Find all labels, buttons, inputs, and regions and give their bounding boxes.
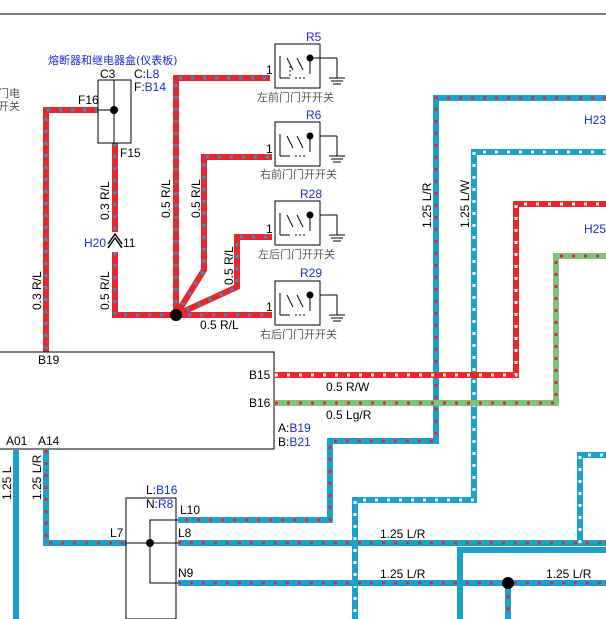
connector-h20-pin: 11 [123, 236, 136, 250]
switch-r5-name: 左前门门开开关 [257, 90, 334, 104]
switch-r6-pin: 1 [266, 142, 273, 156]
wire-label-05rl-c: 0.5 R/L [222, 246, 236, 285]
fusebox-f15-label: F15 [120, 146, 141, 160]
wire-label-125lr-l8: 1.25 L/R [380, 527, 426, 541]
module-b16: B16 [249, 396, 271, 410]
module-a-pin: A:B19 [278, 421, 311, 435]
lower-junction-box [125, 497, 178, 619]
switch-r5-pin: 1 [266, 63, 273, 77]
module-a01: A01 [6, 434, 28, 448]
lower-box-l-pin: L:B16 [146, 483, 178, 497]
control-module-box [0, 351, 275, 450]
switch-r29 [274, 280, 345, 326]
wire-red-r6 [173, 154, 272, 317]
switch-r29-name: 右后门门开开关 [260, 327, 337, 341]
module-b15: B15 [249, 368, 271, 382]
wire-cyan-1-25-lr-left [43, 450, 126, 546]
lower-box-l10: L10 [180, 503, 200, 517]
connector-h20-ref: H20 [84, 236, 106, 250]
switch-r28-name: 左后门门开开关 [258, 247, 335, 261]
junction-dot-lower [502, 577, 514, 589]
wire-red-r5 [173, 75, 270, 315]
lower-box-n-pin: N:R8 [146, 497, 174, 511]
wire-cyan-lower-right [457, 452, 606, 619]
junction-dot-main [170, 309, 182, 321]
module-b19: B19 [38, 353, 60, 367]
wire-red-f16-b19 [43, 107, 98, 352]
connector-h20 [107, 232, 123, 249]
wire-red-r28 [174, 234, 272, 318]
wire-label-125lr-n9: 1.25 L/R [380, 567, 426, 581]
wire-label-125l: 1.25 L [0, 466, 14, 500]
switch-r5-ref: R5 [306, 30, 322, 44]
wire-red-f15-junction [112, 143, 176, 318]
switch-r6 [274, 121, 345, 167]
wire-label-05rl-b: 0.5 R/L [189, 179, 203, 218]
wire-label-05lgr: 0.5 Lg/R [326, 408, 372, 422]
module-b-pin: B:B21 [278, 435, 311, 449]
wire-label-05rl-bottom: 0.5 R/L [200, 318, 239, 332]
wire-cyan-1-25-lr-top [178, 95, 606, 523]
wire-green-0-5-lgr [275, 253, 606, 406]
wire-label-05rl-a: 0.5 R/L [159, 179, 173, 218]
left-partial-label-2: 开关 [0, 99, 20, 113]
module-a14: A14 [38, 434, 60, 448]
wire-red-0-5-rw [275, 201, 606, 378]
lower-box-l8: L8 [178, 526, 192, 540]
wire-label-05rw: 0.5 R/W [326, 380, 370, 394]
switch-r29-pin: 1 [266, 300, 273, 314]
fusebox-f16-label: F16 [78, 93, 99, 107]
switch-r28-ref: R28 [300, 187, 322, 201]
wire-label-125lw-top: 1.25 L/W [458, 179, 472, 228]
wire-label-03rl-left: 0.3 R/L [30, 271, 44, 310]
switch-r29-ref: R29 [300, 266, 322, 280]
wire-cyan-1-25-lw [352, 149, 606, 619]
wire-label-125lr-left: 1.25 L/R [30, 454, 44, 500]
fusebox-title: 熔断器和继电器盒(仪表板) [48, 53, 178, 67]
switch-r6-ref: R6 [306, 108, 322, 122]
switch-r28-pin: 1 [266, 222, 273, 236]
fusebox-c-pin: C:L8 [134, 67, 160, 81]
switch-r28 [274, 200, 345, 246]
fuse-relay-box [97, 79, 132, 144]
ref-h23: H23 [584, 113, 606, 127]
wire-label-05rl-mid: 0.5 R/L [98, 271, 112, 310]
wire-label-03rl-mid: 0.3 R/L [98, 181, 112, 220]
ref-h25: H25 [584, 222, 606, 236]
switch-r6-name: 右前门门开开关 [260, 167, 337, 181]
fusebox-f-pin: F:B14 [134, 80, 166, 94]
switch-r5 [274, 43, 345, 89]
wire-label-125lr-right: 1.25 L/R [546, 567, 592, 581]
lower-box-l7: L7 [110, 526, 124, 540]
lower-box-n9: N9 [178, 566, 194, 580]
fusebox-c3-label: C3 [100, 67, 116, 81]
wire-label-125lr-top: 1.25 L/R [420, 182, 434, 228]
left-partial-label-1: 门电 [0, 86, 20, 100]
